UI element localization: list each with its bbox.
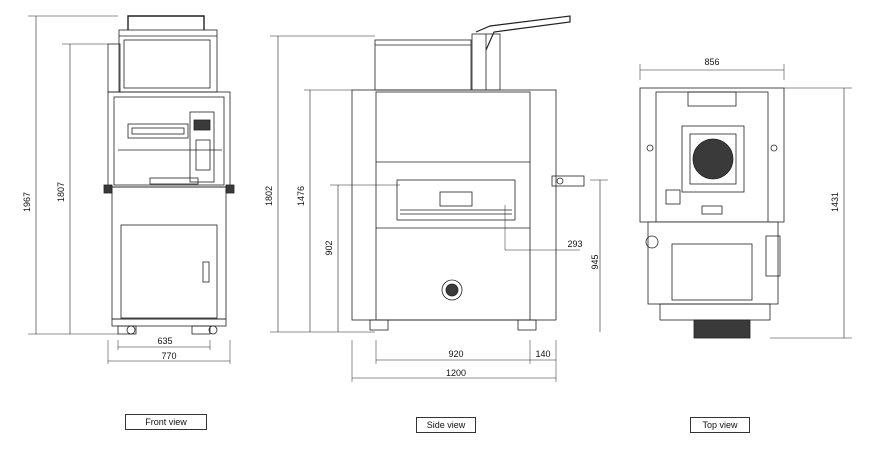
side-view-drawing	[270, 15, 608, 382]
side-dim-overhang: 140	[535, 349, 550, 359]
top-view-drawing	[639, 64, 852, 339]
front-dim-frame-height: 1807	[56, 182, 66, 202]
side-dim-drawer-depth: 293	[567, 239, 582, 249]
front-dim-inner-width: 635	[157, 336, 172, 346]
side-dim-base-depth: 920	[448, 349, 463, 359]
side-dim-height-c: 902	[324, 240, 334, 255]
front-view-drawing	[28, 15, 235, 364]
side-dim-overall-depth: 1200	[446, 368, 466, 378]
top-view-caption: Top view	[690, 417, 750, 433]
side-dim-height-a: 1802	[264, 186, 274, 206]
side-view-caption: Side view	[416, 417, 476, 433]
top-dim-depth: 1431	[830, 192, 840, 212]
front-dim-overall-height: 1967	[22, 192, 32, 212]
front-view-caption: Front view	[125, 414, 207, 430]
top-dim-width: 856	[704, 57, 719, 67]
front-dim-overall-width: 770	[161, 351, 176, 361]
side-dim-right-height: 945	[590, 254, 600, 269]
side-dim-height-b: 1476	[296, 186, 306, 206]
